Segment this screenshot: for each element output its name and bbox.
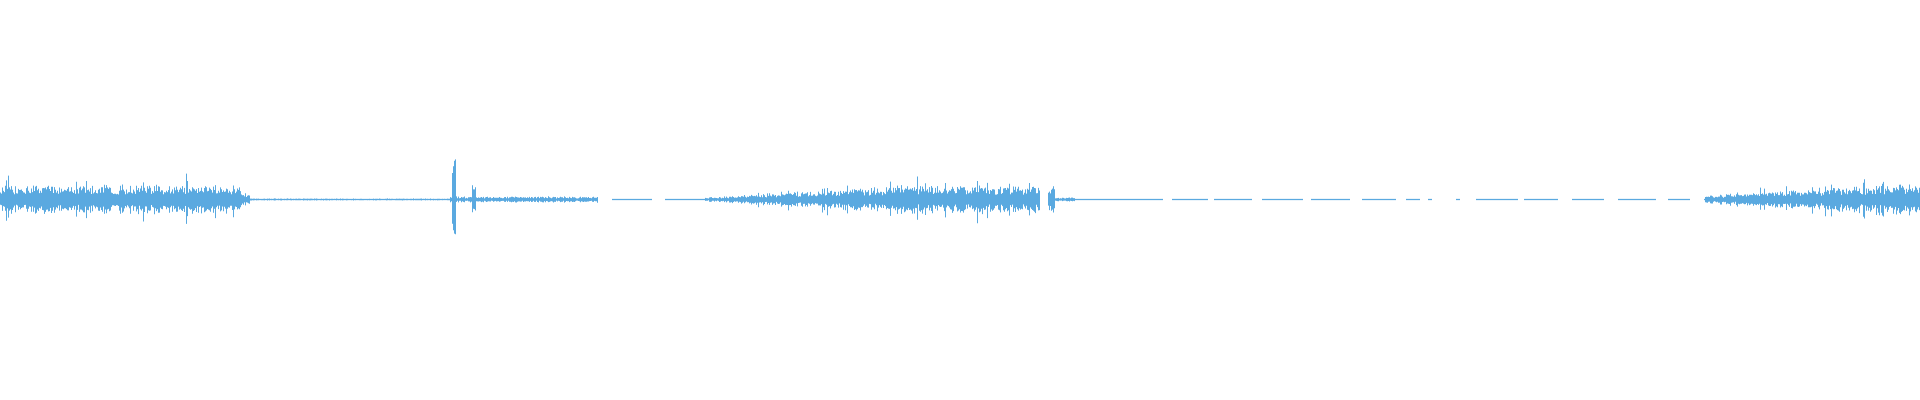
waveform-trace xyxy=(0,159,1920,235)
